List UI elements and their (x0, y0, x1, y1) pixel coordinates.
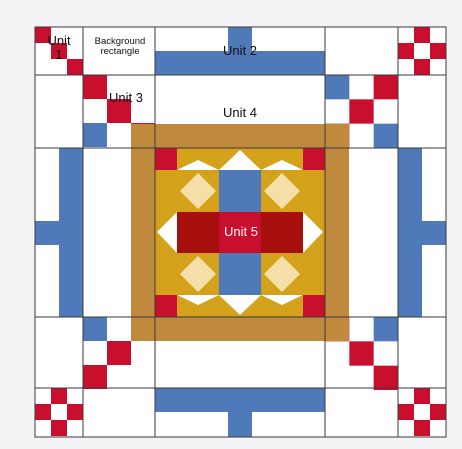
corner-br-square-0 (414, 388, 430, 404)
unit4-frame-bottom (155, 317, 325, 341)
unit2-left-bar (59, 148, 83, 317)
unit3-tr-red-1 (349, 99, 373, 123)
unit3-tr-blue-0 (325, 75, 349, 99)
corner-tr-square-3 (414, 59, 430, 75)
unit5-corner-br (303, 295, 325, 317)
label-unit-1: Unit 1 (38, 34, 80, 61)
unit3-bl-red-2 (83, 365, 107, 389)
corner-bl-square-1 (35, 404, 51, 420)
label-unit-4: Unit 4 (200, 106, 280, 120)
unit3-tr-red-0 (374, 75, 398, 99)
unit5-blue-bottom (219, 253, 261, 295)
unit4-frame-right (325, 124, 349, 341)
unit5-blue-top (219, 170, 261, 212)
unit5-corner-tr (303, 148, 325, 170)
unit3-tr-blue-1 (374, 124, 398, 148)
corner-br-square-2 (430, 404, 446, 420)
label-unit-1-line1: Unit (38, 34, 80, 48)
corner-bl-square-2 (67, 404, 83, 420)
corner-br-square-3 (414, 420, 430, 436)
unit2-bottom-bar (155, 388, 325, 412)
unit5-corner-tl (155, 148, 177, 170)
corner-tr-square-2 (430, 43, 446, 59)
label-unit-1-line2: 1 (38, 48, 80, 62)
corner-bl-square-3 (51, 420, 67, 436)
unit5-corner-bl (155, 295, 177, 317)
corner-bl-square-0 (51, 388, 67, 404)
label-unit-2: Unit 2 (200, 44, 280, 58)
unit2-left-stub (35, 221, 59, 245)
unit3-br-red-2 (374, 366, 398, 390)
unit3-bl-blue-0 (83, 317, 107, 341)
unit4-frame-top (155, 124, 325, 148)
unit3-tl-blue-0 (83, 123, 107, 147)
unit2-right-bar (398, 148, 422, 317)
unit2-right-stub (422, 221, 446, 245)
unit3-br-blue-0 (374, 317, 398, 341)
label-unit-3: Unit 3 (96, 91, 156, 105)
corner-tr-square-1 (398, 43, 414, 59)
label-background-line2: rectangle (84, 47, 156, 57)
label-background-rectangle: Background rectangle (84, 37, 156, 57)
corner-br-square-1 (398, 404, 414, 420)
unit2-bottom-stub (228, 412, 252, 437)
unit3-bl-red-1 (107, 341, 131, 365)
label-unit-5: Unit 5 (201, 225, 281, 239)
corner-tl-square-2 (67, 59, 83, 75)
unit3-br-red-1 (349, 341, 373, 365)
unit4-frame-left (131, 124, 155, 341)
corner-tr-square-0 (414, 27, 430, 43)
